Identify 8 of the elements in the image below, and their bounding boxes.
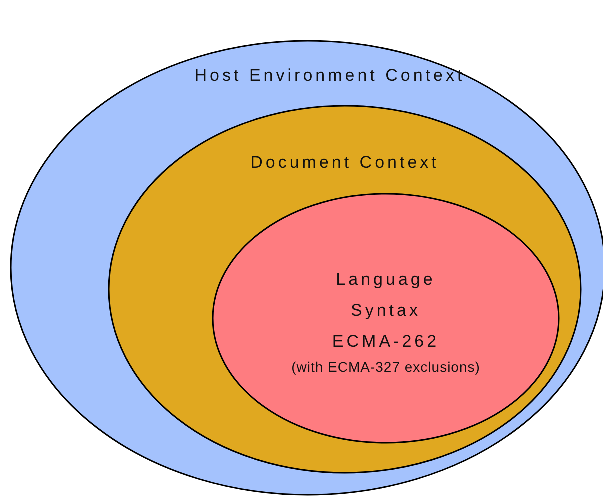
context-text: (with ECMA-327 exclusions) [292, 358, 480, 377]
context-text: Syntax [351, 301, 421, 321]
context-title: Language [336, 270, 436, 290]
context-title: Host Environment Context [194, 66, 466, 86]
context-title: Document Context [250, 153, 440, 173]
context-ellipse [212, 193, 560, 444]
context-ellipse [108, 105, 582, 474]
context-text: ECMA-262 [332, 332, 440, 352]
